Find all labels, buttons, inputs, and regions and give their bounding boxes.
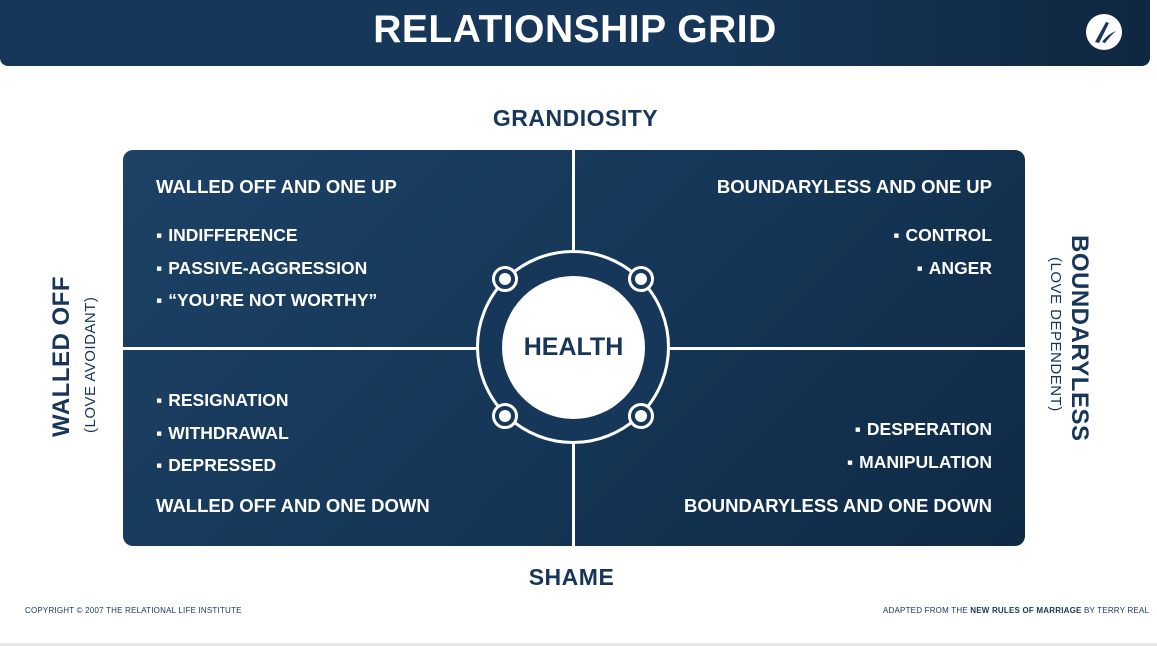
quadrant-title-bottom-left: WALLED OFF AND ONE DOWN <box>156 495 430 516</box>
axis-label-shame: SHAME <box>528 564 615 590</box>
relationship-grid: WALLED OFF AND ONE UP ▪INDIFFERENCE ▪PAS… <box>123 150 1025 546</box>
ring-node-icon <box>492 266 518 292</box>
list-item: ▪CONTROL <box>893 225 992 245</box>
list-item: ▪“YOU’RE NOT WORTHY” <box>156 290 378 310</box>
header-banner: RELATIONSHIP GRID <box>0 0 1150 66</box>
list-item: ▪MANIPULATION <box>846 451 992 472</box>
list-item: ▪INDIFFERENCE <box>156 225 298 245</box>
list-item: ▪ANGER <box>916 257 992 278</box>
ring-node-icon <box>628 266 654 292</box>
copyright-text: COPYRIGHT © 2007 THE RELATIONAL LIFE INS… <box>25 606 242 615</box>
walled-off-label: WALLED OFF <box>48 276 75 437</box>
ring-node-icon <box>492 403 518 429</box>
quadrant-title-top-right: BOUNDARYLESS AND ONE UP <box>716 176 992 197</box>
list-item: ▪DEPRESSED <box>156 455 277 475</box>
love-dependent-label: (LOVE DEPENDENT) <box>1047 257 1064 412</box>
love-avoidant-label: (LOVE AVOIDANT) <box>82 296 99 433</box>
health-circle <box>502 276 645 419</box>
boundaryless-label: BOUNDARYLESS <box>1066 235 1093 442</box>
list-item: ▪RESIGNATION <box>156 390 289 410</box>
bottom-divider <box>0 643 1157 646</box>
quadrant-title-bottom-right: BOUNDARYLESS AND ONE DOWN <box>684 495 992 516</box>
list-item: ▪PASSIVE-AGGRESSION <box>156 257 368 278</box>
page-title: RELATIONSHIP GRID <box>373 8 777 51</box>
quadrant-list-bottom-left: ▪RESIGNATION ▪WITHDRAWAL ▪DEPRESSED <box>156 384 289 482</box>
ring-node-icon <box>628 403 654 429</box>
list-item: ▪WITHDRAWAL <box>156 422 289 443</box>
axis-label-grandiosity: GRANDIOSITY <box>492 105 659 131</box>
health-label: HEALTH <box>523 333 624 361</box>
attribution-text: ADAPTED FROM THE NEW RULES OF MARRIAGE B… <box>883 606 1150 615</box>
quadrant-list-bottom-right: ▪DESPERATION ▪MANIPULATION <box>847 413 992 478</box>
quadrant-title-top-left: WALLED OFF AND ONE UP <box>156 176 397 197</box>
quadrant-list-top-right: ▪CONTROL ▪ANGER <box>893 219 992 284</box>
brand-logo-icon <box>1086 14 1122 50</box>
list-item: ▪DESPERATION <box>854 419 992 439</box>
quadrant-list-top-left: ▪INDIFFERENCE ▪PASSIVE-AGGRESSION ▪“YOU’… <box>156 219 377 317</box>
